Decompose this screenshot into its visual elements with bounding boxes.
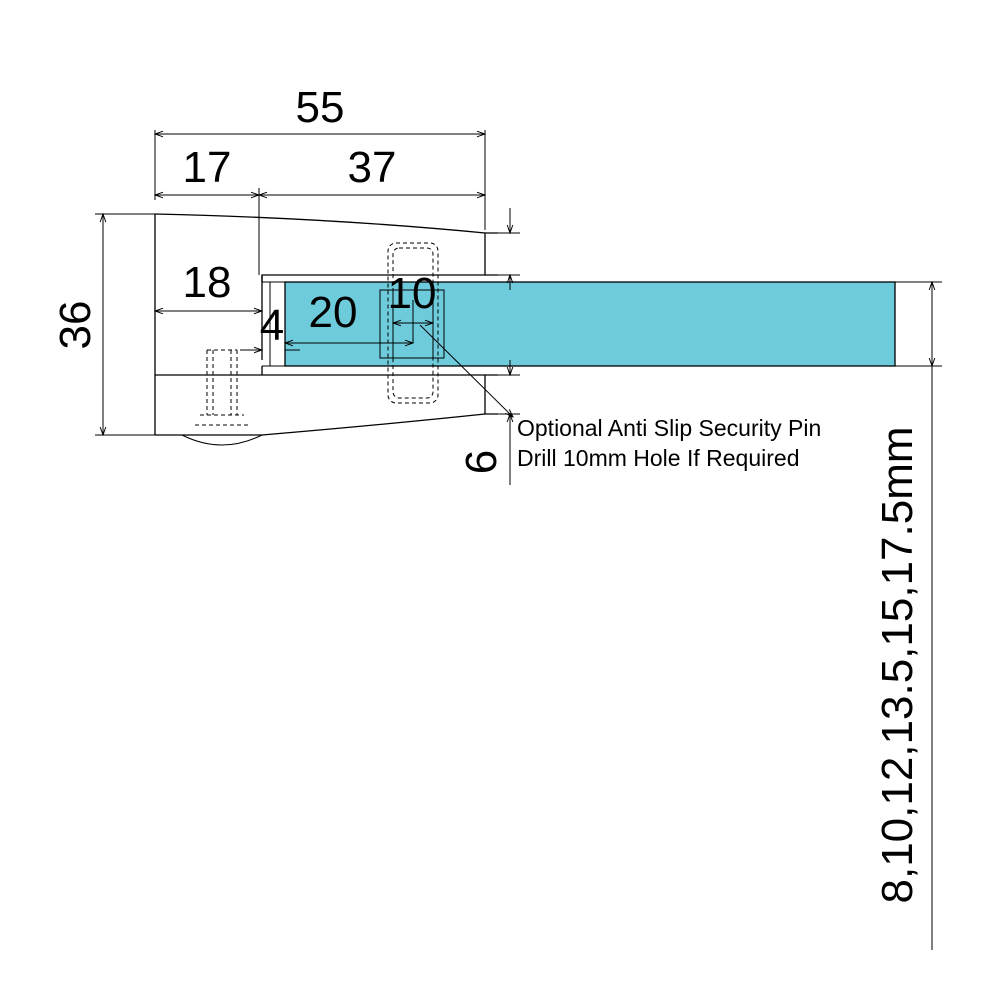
dim-label-20: 20 — [309, 288, 358, 337]
pin-leader-line — [419, 324, 513, 417]
dim-inner-depth: 18 — [155, 258, 262, 311]
dim-pin-diameter: 10 — [388, 269, 437, 343]
dim-height: 36 — [51, 214, 155, 435]
dim-label-4: 4 — [260, 301, 284, 350]
pin-note-line2: Drill 10mm Hole If Required — [517, 445, 799, 471]
dim-glass-insertion: 20 — [285, 288, 413, 343]
dim-glass-thickness: 8,10,12,13.5,15,17.5mm — [873, 282, 942, 950]
pin-note-line1: Optional Anti Slip Security Pin — [517, 415, 821, 441]
dim-label-37: 37 — [348, 143, 397, 192]
dim-label-18: 18 — [183, 258, 232, 307]
countersunk-screw — [181, 349, 263, 446]
dim-label-10: 10 — [388, 269, 437, 318]
dim-label-55: 55 — [296, 83, 345, 132]
dim-label-6: 6 — [457, 450, 506, 474]
dim-overall-width: 55 — [155, 83, 485, 230]
dim-lip-thickness: 6 — [457, 208, 520, 485]
dim-label-36: 36 — [51, 301, 100, 350]
dim-gasket-gap: 4 — [240, 301, 300, 350]
dim-split-widths: 17 37 — [155, 143, 485, 275]
dim-label-17: 17 — [183, 143, 232, 192]
glass-panel — [284, 281, 896, 367]
dim-label-glass-thickness: 8,10,12,13.5,15,17.5mm — [873, 427, 922, 904]
clamp-body — [154, 213, 498, 436]
